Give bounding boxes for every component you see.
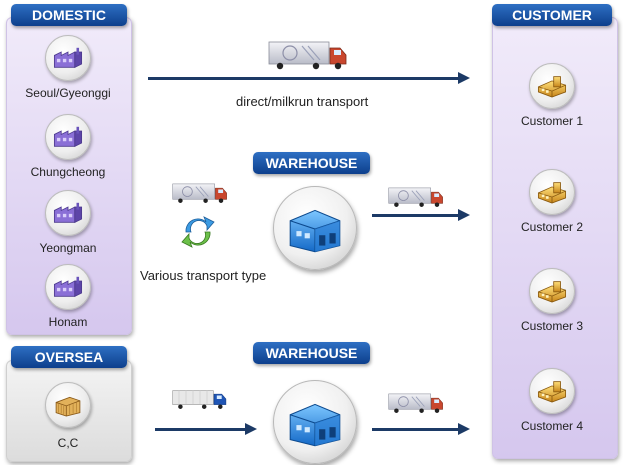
customer-title: CUSTOMER bbox=[492, 4, 612, 26]
customer-label: Customer 3 bbox=[520, 319, 584, 333]
site-label: Chungcheong bbox=[30, 165, 106, 179]
truck-icon bbox=[388, 186, 444, 208]
oversea-title: OVERSEA bbox=[11, 346, 127, 368]
factory-icon bbox=[45, 35, 91, 81]
truck-icon bbox=[268, 40, 348, 70]
site-node: Seoul/Gyeonggi bbox=[8, 35, 128, 100]
customer-label: Customer 4 bbox=[520, 419, 584, 433]
factory-icon bbox=[45, 190, 91, 236]
customer-building-icon bbox=[529, 268, 575, 314]
transport-cycle-icon bbox=[178, 212, 218, 252]
customer-node: Customer 1 bbox=[492, 63, 612, 128]
container-icon bbox=[45, 382, 91, 428]
customer-label: Customer 1 bbox=[520, 114, 584, 128]
warehouse-title: WAREHOUSE bbox=[253, 342, 370, 364]
factory-icon bbox=[45, 264, 91, 310]
site-label: C,C bbox=[57, 436, 79, 450]
site-node: Yeongman bbox=[8, 190, 128, 255]
customer-label: Customer 2 bbox=[520, 220, 584, 234]
warehouse-outbound-arrow bbox=[372, 209, 470, 221]
customer-building-icon bbox=[529, 169, 575, 215]
direct-flow-label: direct/milkrun transport bbox=[236, 94, 369, 109]
factory-icon bbox=[45, 114, 91, 160]
truck-icon bbox=[172, 182, 228, 204]
customer-node: Customer 4 bbox=[492, 368, 612, 433]
customer-building-icon bbox=[529, 368, 575, 414]
site-label: Yeongman bbox=[39, 241, 97, 255]
site-label: Seoul/Gyeonggi bbox=[25, 86, 111, 100]
oversea-inbound-arrow bbox=[155, 423, 257, 435]
customer-building-icon bbox=[529, 63, 575, 109]
site-label: Honam bbox=[48, 315, 88, 329]
warehouse-outbound-arrow bbox=[372, 423, 470, 435]
customer-node: Customer 3 bbox=[492, 268, 612, 333]
oversea-site-node: C,C bbox=[8, 382, 128, 450]
various-transport-label: Various transport type bbox=[140, 268, 267, 283]
customer-node: Customer 2 bbox=[492, 169, 612, 234]
direct-flow-arrow bbox=[148, 72, 470, 84]
warehouse-building-icon bbox=[273, 380, 357, 464]
truck-icon bbox=[388, 392, 444, 414]
warehouse-building-icon bbox=[273, 186, 357, 270]
warehouse-title: WAREHOUSE bbox=[253, 152, 370, 174]
site-node: Honam bbox=[8, 264, 128, 329]
domestic-title: DOMESTIC bbox=[11, 4, 127, 26]
site-node: Chungcheong bbox=[8, 114, 128, 179]
truck-icon bbox=[172, 388, 228, 410]
